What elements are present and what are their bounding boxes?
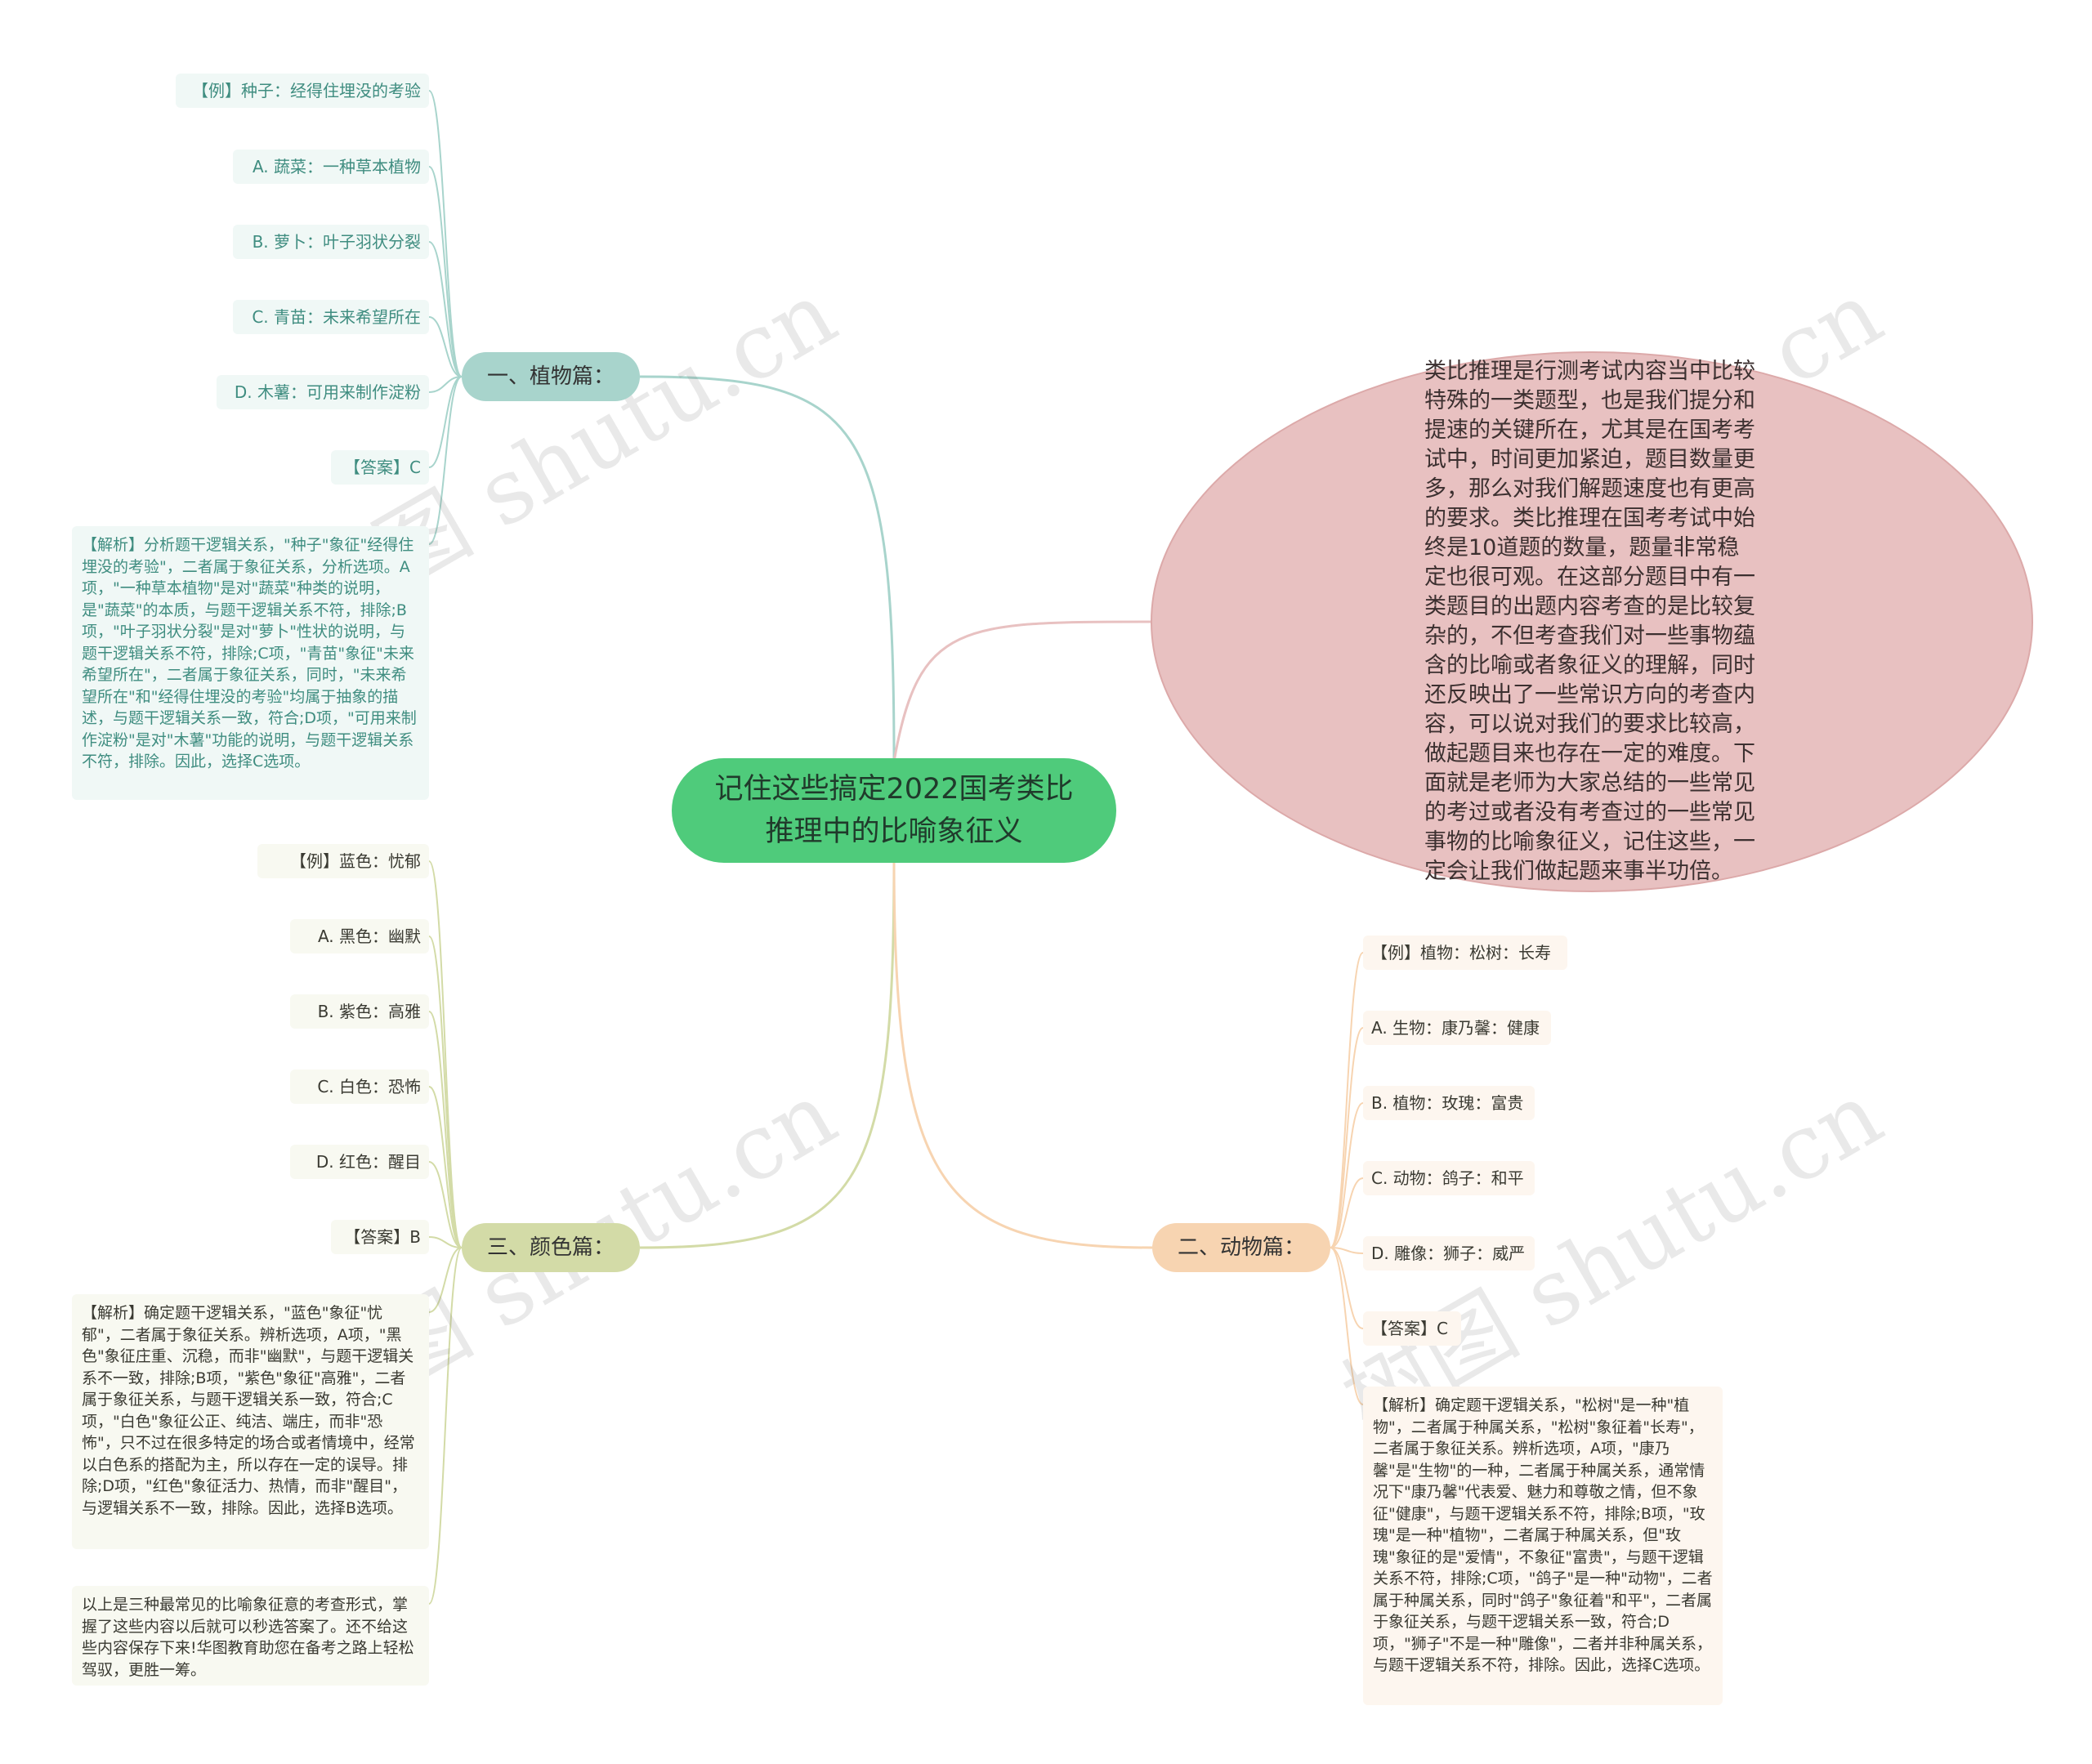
edge-color-answer [428,1236,463,1248]
edge-plant-option-b [428,241,463,377]
edge-animal-option-c [1330,1177,1364,1248]
edge-plant-option-a [428,166,463,377]
color-example[interactable]: 【例】蓝色：忧郁 [257,844,429,878]
color-analysis[interactable]: 【解析】确定题干逻辑关系，"蓝色"象征"忧郁"，二者属于象征关系。辨析选项，A项… [72,1294,429,1549]
edge-center-animals [892,859,1153,1249]
animal-option-a[interactable]: A. 生物：康乃馨：健康 [1363,1011,1551,1045]
edge-animal-analysis [1330,1247,1364,1405]
plant-answer[interactable]: 【答案】C [331,450,429,485]
edge-animal-option-b [1330,1102,1364,1248]
animal-example[interactable]: 【例】植物：松树：长寿 [1363,936,1567,970]
color-summary[interactable]: 以上是三种最常见的比喻象征意的考查形式，掌握了这些内容以后就可以秒选答案了。还不… [72,1586,429,1686]
color-option-b[interactable]: B. 紫色：高雅 [290,994,429,1029]
edge-color-analysis [428,1247,463,1313]
branch-plants[interactable]: 一、植物篇： [462,352,640,401]
plant-example[interactable]: 【例】种子：经得住埋没的考验 [176,74,429,108]
animal-option-b[interactable]: B. 植物：玫瑰：富贵 [1363,1086,1535,1120]
edge-color-example [428,860,463,1248]
edge-color-option-d [428,1161,463,1248]
color-option-c[interactable]: C. 白色：恐怖 [290,1070,429,1104]
intro-text: 类比推理是行测考试内容当中比较特殊的一类题型，也是我们提分和提速的关键所在，尤其… [1424,359,1755,884]
color-option-a[interactable]: A. 黑色：幽默 [290,919,429,953]
edge-color-summary [428,1247,463,1605]
central-topic[interactable]: 记住这些搞定2022国考类比推理中的比喻象征义 [672,758,1116,863]
plant-analysis[interactable]: 【解析】分析题干逻辑关系，"种子"象征"经得住埋没的考验"，二者属于象征关系，分… [72,526,429,800]
edge-center-plants [639,375,896,762]
animal-option-c[interactable]: C. 动物：鸽子：和平 [1363,1161,1535,1195]
edge-center-intro [892,620,1151,762]
edge-animal-option-d [1330,1247,1364,1254]
edge-color-option-c [428,1086,463,1248]
edge-center-colors [639,859,896,1249]
animal-option-d[interactable]: D. 雕像：狮子：威严 [1363,1236,1535,1271]
animal-analysis[interactable]: 【解析】确定题干逻辑关系，"松树"是一种"植物"，二者属于种属关系，"松树"象征… [1363,1387,1723,1705]
plant-option-a[interactable]: A. 蔬菜：一种草本植物 [233,150,429,184]
edge-animal-example [1330,952,1364,1248]
edge-plant-option-c [428,316,463,377]
intro-node[interactable]: 类比推理是行测考试内容当中比较特殊的一类题型，也是我们提分和提速的关键所在，尤其… [1151,351,2033,892]
branch-colors[interactable]: 三、颜色篇： [462,1223,640,1272]
plant-option-c[interactable]: C. 青苗：未来希望所在 [233,300,429,334]
edge-color-option-a [428,936,463,1248]
animal-answer[interactable]: 【答案】C [1363,1311,1461,1346]
color-answer[interactable]: 【答案】B [331,1220,429,1254]
branch-animals[interactable]: 二、动物篇： [1152,1223,1330,1272]
edge-plant-option-d [428,376,463,393]
edge-animal-answer [1330,1247,1364,1329]
plant-option-d[interactable]: D. 木薯：可用来制作淀粉 [217,375,429,409]
edge-color-option-b [428,1011,463,1248]
color-option-d[interactable]: D. 红色：醒目 [290,1145,429,1179]
edge-plant-analysis [428,376,463,545]
plant-option-b[interactable]: B. 萝卜：叶子羽状分裂 [233,225,429,259]
edge-animal-option-a [1330,1027,1364,1248]
edge-plant-answer [428,376,463,468]
edge-plant-example [428,90,463,377]
central-topic-label: 记住这些搞定2022国考类比推理中的比喻象征义 [714,773,1074,848]
